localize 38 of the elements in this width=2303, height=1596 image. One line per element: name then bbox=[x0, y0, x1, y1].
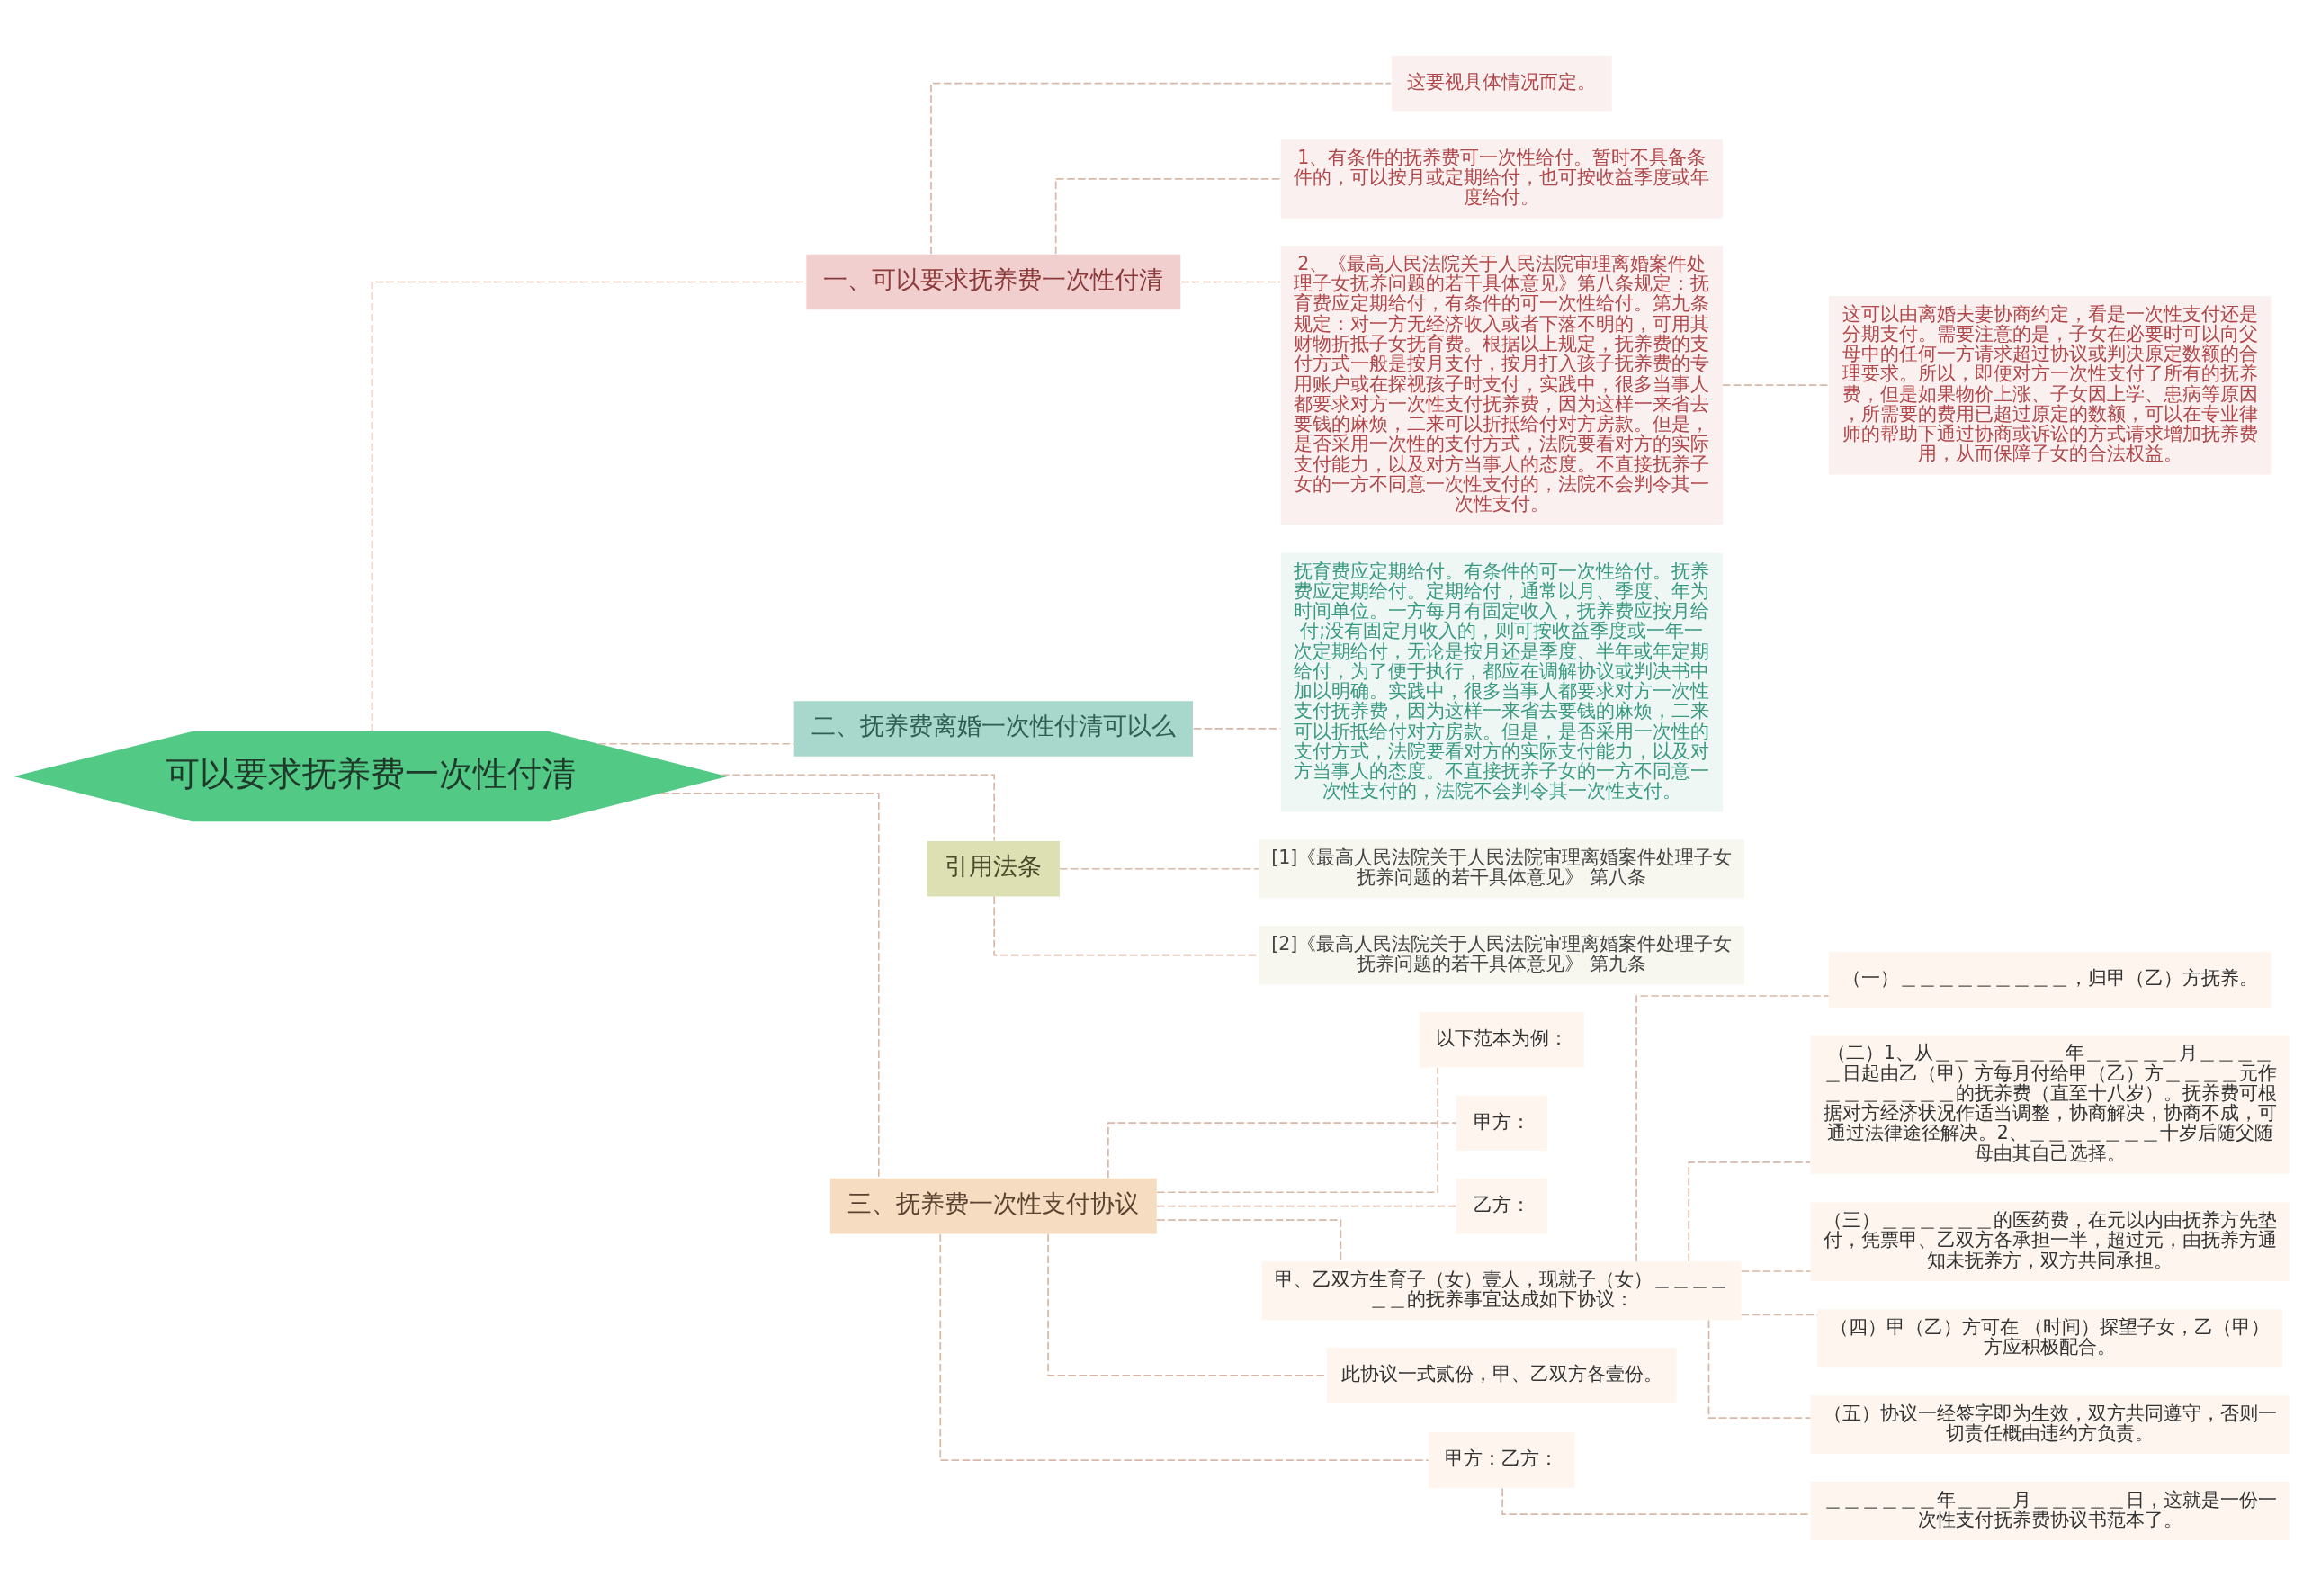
node-box: 三、抚养费一次性支付协议 bbox=[829, 1178, 1157, 1234]
node-box: 以下范本为例： bbox=[1419, 1011, 1584, 1068]
connector bbox=[721, 774, 996, 842]
node-box: 引用法条 bbox=[927, 840, 1060, 897]
node-box: 一、可以要求抚养费一次性付清 bbox=[806, 254, 1181, 310]
connector bbox=[1156, 1067, 1439, 1194]
node-box: （四）甲（乙）方可在 （时间）探望子女，乙（甲）方应积极配合。 bbox=[1817, 1309, 2283, 1368]
node-box: 甲、乙双方生育子（女）壹人，现就子（女）＿＿＿＿＿＿的抚养事宜达成如下协议： bbox=[1262, 1261, 1742, 1321]
node-box: 这要视具体情况而定。 bbox=[1391, 55, 1612, 112]
node-box: （二）1、从＿＿＿＿＿＿＿年＿＿＿＿＿月＿＿＿＿＿日起由乙（甲）方每月付给甲（乙）方＿＿＿＿元作＿＿＿＿＿＿＿的抚养费（直至十八岁）。抚养费可根据对方经济状况作适当调整，协商解决，协商不成，可通过法律途径解决。2、＿＿＿＿＿＿＿十岁后随父随母由其自己选择。 bbox=[1810, 1035, 2290, 1174]
connector bbox=[1635, 995, 1830, 1263]
node-box: 这可以由离婚夫妻协商约定，看是一次性支付还是分期支付。需要注意的是，子女在必要时可以向父母中的任何一方请求超过协议或判决原定数额的合理要求。所以，即便对方一次性支付了所有的抚养费，但是如果物价上涨、子女因上学、患病等原因，所需要的费用已超过原定的数额，可以在专业律师的帮助下通过协商或诉讼的方式请求增加抚养费用，从而保障子女的合法权益。 bbox=[1829, 295, 2272, 475]
connector bbox=[1059, 867, 1260, 870]
connector bbox=[939, 1233, 1429, 1461]
node-box: 二、抚养费离婚一次性付清可以么 bbox=[793, 701, 1194, 757]
connector bbox=[1156, 1205, 1457, 1207]
node-box: 乙方： bbox=[1456, 1178, 1547, 1234]
node-box: （一）＿＿＿＿＿＿＿＿＿，归甲（乙）方抚养。 bbox=[1829, 952, 2272, 1008]
node-box: （三）＿＿＿＿＿＿的医药费，在元以内由抚养方先垫付，凭票甲、乙双方各承担一半，超过元，由抚养方通知未抚养方，双方共同承担。 bbox=[1810, 1202, 2290, 1281]
node-box: [1]《最高人民法院关于人民法院审理离婚案件处理子女抚养问题的若干具体意见》 第八条 bbox=[1259, 839, 1744, 899]
connector bbox=[1054, 177, 1281, 255]
connector bbox=[1707, 1319, 1812, 1419]
node-box: （五）协议一经签字即为生效，双方共同遵守，否则一切责任概由违约方负责。 bbox=[1810, 1395, 2290, 1455]
node-box: 2、《最高人民法院关于人民法院审理离婚案件处理子女抚养问题的若干具体意见》第八条规定：抚育费应定期给付，有条件的可一次性给付。第九条规定：对一方无经济收入或者下落不明的，可用其财物折抵子女抚育费。根据以上规定，抚养费的支付方式一般是按月支付，按月打入孩子抚养费的专用账户或在探视孩子时支付，实践中，很多当事人都要求对方一次性支付抚养费，因为这样一来省去要钱的麻烦，二来可以折抵给付对方房款。但是，是否采用一次性的支付方式，法院要看对方的实际支付能力，以及对方当事人的态度。不直接抚养子女的一方不同意一次性支付的，法院不会判令其一次性支付。 bbox=[1280, 246, 1723, 525]
connector bbox=[1740, 1270, 1812, 1272]
node-box: 甲方：乙方： bbox=[1428, 1432, 1575, 1488]
connector bbox=[371, 281, 807, 732]
connector bbox=[1156, 1219, 1342, 1262]
node-box: 甲方： bbox=[1456, 1095, 1547, 1152]
node-box: 1、有条件的抚养费可一次性给付。暂时不具备条件的，可以按月或定期给付，也可按收益季度或年度给付。 bbox=[1280, 139, 1723, 219]
connector bbox=[1688, 1161, 1811, 1262]
connector bbox=[1180, 281, 1281, 283]
connector bbox=[597, 742, 795, 745]
connector bbox=[930, 82, 1393, 256]
connector bbox=[1722, 384, 1830, 387]
connector bbox=[659, 793, 880, 1179]
connector bbox=[1107, 1122, 1457, 1179]
node-box: 抚育费应定期给付。有条件的可一次性给付。抚养费应定期给付。定期给付，通常以月、季度、年为时间单位。一方每月有固定收入，抚养费应按月给付;没有固定月收入的，则可按收益季度或一年一次定期给付，无论是按月还是季度、半年或年定期给付，为了便于执行，都应在调解协议或判决书中加以明确。实践中，很多当事人都要求对方一次性支付抚养费，因为这样一来省去要钱的麻烦，二来可以折抵给付对方房款。但是，是否采用一次性的支付方式，法院要看对方的实际支付能力，以及对方当事人的态度。不直接抚养子女的一方不同意一次性支付的，法院不会判令其一次性支付。 bbox=[1280, 552, 1723, 812]
